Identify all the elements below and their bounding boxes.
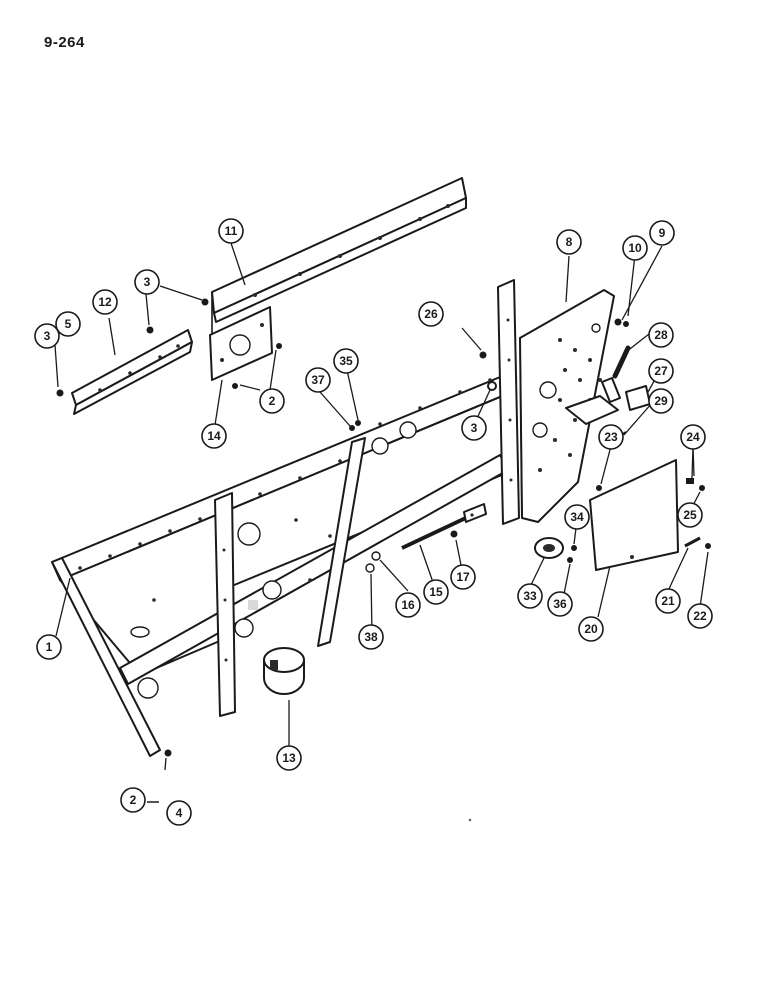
- part-8-side-plate: [519, 289, 621, 523]
- callout-38-label: 38: [364, 630, 378, 644]
- callout-26-label: 26: [424, 307, 438, 321]
- callout-16-label: 16: [401, 598, 415, 612]
- callout-34-label: 34: [570, 510, 584, 524]
- callout-2-upper-label: 2: [269, 394, 276, 408]
- callout-11-label: 11: [225, 224, 238, 238]
- callout-28-label: 28: [654, 328, 668, 342]
- callout-36-label: 36: [553, 597, 567, 611]
- callout-15: 15: [423, 579, 449, 605]
- part-12-angle-bar: [71, 329, 193, 415]
- callout-2-lower-label: 2: [130, 793, 137, 807]
- callout-10-label: 10: [628, 241, 642, 255]
- hardware-parts: [56, 298, 711, 757]
- callout-11: 11: [218, 218, 244, 244]
- callout-12-label: 12: [98, 295, 112, 309]
- speck: [468, 818, 472, 822]
- callout-33-label: 33: [523, 589, 537, 603]
- callout-14-label: 14: [207, 429, 221, 443]
- callout-8: 8: [556, 229, 582, 255]
- callout-15-label: 15: [429, 585, 443, 599]
- part-1-main-frame: [51, 279, 520, 757]
- callout-27-label: 27: [654, 364, 668, 378]
- callout-3-top: 3: [134, 269, 160, 295]
- callout-13-label: 13: [282, 751, 296, 765]
- callout-36: 36: [547, 591, 573, 617]
- part-20-cover-plate: [589, 459, 679, 571]
- callout-21-label: 21: [661, 594, 675, 608]
- callout-23: 23: [598, 424, 624, 450]
- callout-25-label: 25: [683, 508, 697, 522]
- part-14-bracket: [209, 306, 273, 381]
- callout-1-label: 1: [46, 640, 53, 654]
- part-13-drum: [263, 647, 305, 695]
- callout-17: 17: [450, 564, 476, 590]
- callout-12: 12: [92, 289, 118, 315]
- callout-3-left: 3: [34, 323, 60, 349]
- callout-35-label: 35: [339, 354, 353, 368]
- callout-5: 5: [55, 311, 81, 337]
- callout-25: 25: [677, 502, 703, 528]
- callout-2-upper: 2: [259, 388, 285, 414]
- callout-29-label: 29: [654, 394, 668, 408]
- callout-27: 27: [648, 358, 674, 384]
- callout-2-lower: 2: [120, 787, 146, 813]
- callout-9: 9: [649, 220, 675, 246]
- callout-5-label: 5: [65, 317, 72, 331]
- callout-14: 14: [201, 423, 227, 449]
- callout-4-label: 4: [176, 806, 183, 820]
- callout-17-label: 17: [456, 570, 470, 584]
- page-number-label: 9-264: [44, 34, 85, 51]
- callout-8-label: 8: [566, 235, 573, 249]
- callout-16: 16: [395, 592, 421, 618]
- callout-28: 28: [648, 322, 674, 348]
- callout-24: 24: [680, 424, 706, 450]
- callout-3-frame-label: 3: [471, 421, 478, 435]
- callout-22: 22: [687, 603, 713, 629]
- callout-3-left-label: 3: [44, 329, 51, 343]
- part-15-rod: [401, 503, 487, 550]
- callout-1: 1: [36, 634, 62, 660]
- callout-3-top-label: 3: [144, 275, 151, 289]
- callout-33: 33: [517, 583, 543, 609]
- callout-20-label: 20: [584, 622, 598, 636]
- callout-37: 37: [305, 367, 331, 393]
- callout-37-label: 37: [311, 373, 325, 387]
- callout-35: 35: [333, 348, 359, 374]
- callout-26: 26: [418, 301, 444, 327]
- callout-20: 20: [578, 616, 604, 642]
- callout-9-label: 9: [659, 226, 666, 240]
- callout-34: 34: [564, 504, 590, 530]
- callout-22-label: 22: [693, 609, 707, 623]
- callout-3-frame: 3: [461, 415, 487, 441]
- callout-4: 4: [166, 800, 192, 826]
- callout-29: 29: [648, 388, 674, 414]
- callout-23-label: 23: [604, 430, 618, 444]
- callout-10: 10: [622, 235, 648, 261]
- callout-21: 21: [655, 588, 681, 614]
- callout-38: 38: [358, 624, 384, 650]
- part-11-rail: [211, 177, 467, 335]
- callout-24-label: 24: [686, 430, 700, 444]
- callout-13: 13: [276, 745, 302, 771]
